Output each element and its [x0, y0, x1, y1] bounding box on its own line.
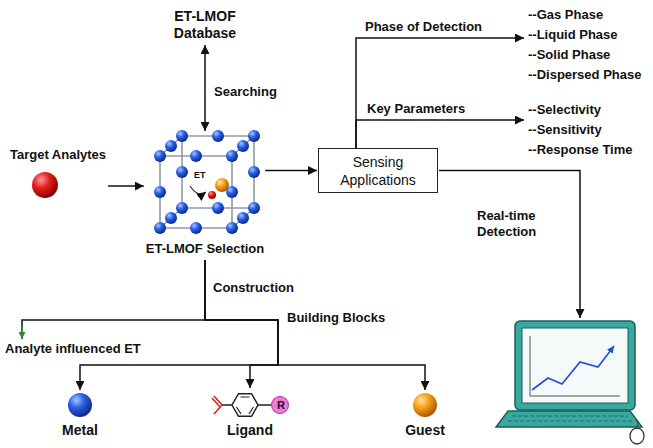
metal-node-sphere [226, 222, 238, 234]
metal-node-sphere [190, 150, 202, 162]
connector-arrow [108, 185, 144, 187]
metal-node-sphere [248, 130, 260, 142]
ring-bonds [222, 404, 271, 406]
metal-node-sphere [176, 202, 188, 214]
node-text: ET-LMOF Database [163, 8, 247, 42]
node-text: --Gas Phase [528, 5, 641, 25]
metal-node-sphere [154, 186, 166, 198]
node-text: Sensing Applications [325, 153, 431, 189]
metal-node-sphere [237, 212, 249, 224]
analyte-sphere [32, 172, 58, 198]
metal-sphere [68, 393, 92, 417]
metal-node-sphere [212, 202, 224, 214]
connector-arrow [356, 38, 524, 148]
metal-node-sphere [248, 166, 260, 178]
cube-frame [160, 136, 254, 228]
metal-node-sphere [154, 150, 166, 162]
note-label: Analyte influenced ET [4, 341, 142, 357]
edge-label: Searching [213, 84, 278, 100]
benzene-ring [232, 394, 258, 417]
substituent-circle [272, 397, 289, 414]
ligand-node: Ligand [227, 388, 273, 439]
connector-arrow [204, 45, 206, 131]
metal-node-sphere [176, 130, 188, 142]
node-text: --Response Time [528, 140, 633, 160]
mof-cube [154, 130, 260, 234]
step-label: Construction [212, 280, 295, 296]
step-label: Building Blocks [286, 310, 386, 326]
node-text: --Liquid Phase [528, 25, 641, 45]
metal-node-sphere [190, 222, 202, 234]
guest-sphere [413, 393, 437, 417]
analyte-sphere [208, 191, 216, 199]
edge-label: Key Parameters [366, 101, 466, 117]
metal-node-sphere [165, 140, 177, 152]
transfer-label: ET [193, 170, 207, 181]
branch-line [22, 320, 205, 339]
laptop-screen [522, 328, 628, 403]
laptop-base [496, 411, 642, 427]
metal-node-sphere [154, 222, 166, 234]
metal-node-sphere [226, 150, 238, 162]
database-node: ET-LMOF Database [163, 8, 247, 42]
detection-arrow [439, 171, 580, 319]
step-label: Real-time Detection [476, 208, 570, 240]
connector-arrow [356, 120, 524, 148]
ligand-structure [212, 394, 289, 417]
node-text: ET-LMOF Selection [146, 240, 264, 257]
node-text: --Solid Phase [528, 45, 641, 65]
phase-list: --Gas Phase--Liquid Phase--Solid Phase--… [528, 5, 641, 85]
connector-arrow [265, 170, 317, 172]
connector-arrow [205, 260, 425, 390]
node-text: Target Analytes [10, 146, 106, 163]
node-text: Ligand [227, 422, 273, 439]
node-text: --Dispersed Phase [528, 65, 641, 85]
node-text: --Sensitivity [528, 120, 633, 140]
ring-double-bonds [237, 397, 254, 414]
carboxyl-group [212, 396, 222, 414]
mouse-cord [636, 420, 638, 427]
edge-label: Phase of Detection [364, 19, 483, 35]
node-text: Guest [405, 422, 445, 439]
metal-node: Metal [62, 390, 98, 439]
cube-spheres [154, 130, 260, 234]
chart-axes [530, 336, 620, 396]
guest-node: Guest [405, 390, 445, 439]
node-text: --Selectivity [528, 100, 633, 120]
metal-node-sphere [237, 140, 249, 152]
metal-node-sphere [248, 202, 260, 214]
parameter-list: --Selectivity--Sensitivity--Response Tim… [528, 100, 633, 160]
transfer-arc [190, 186, 206, 194]
node-text: Metal [62, 422, 98, 439]
metal-node-sphere [176, 166, 188, 178]
process-box: Sensing Applications [318, 148, 438, 193]
metal-node-sphere [226, 186, 238, 198]
chart-line [532, 346, 614, 390]
green-arrow [21, 326, 23, 339]
lmof-selection-node: ET-LMOF Selection [146, 132, 264, 257]
analyte-node: Target Analytes [10, 146, 106, 197]
mouse [630, 428, 644, 444]
laptop-keys [508, 416, 634, 421]
substituent-label: R [275, 398, 287, 412]
laptop-bezel [515, 321, 635, 410]
laptop-illustration [496, 321, 644, 444]
metal-node-sphere [212, 130, 224, 142]
metal-node-sphere [165, 212, 177, 224]
